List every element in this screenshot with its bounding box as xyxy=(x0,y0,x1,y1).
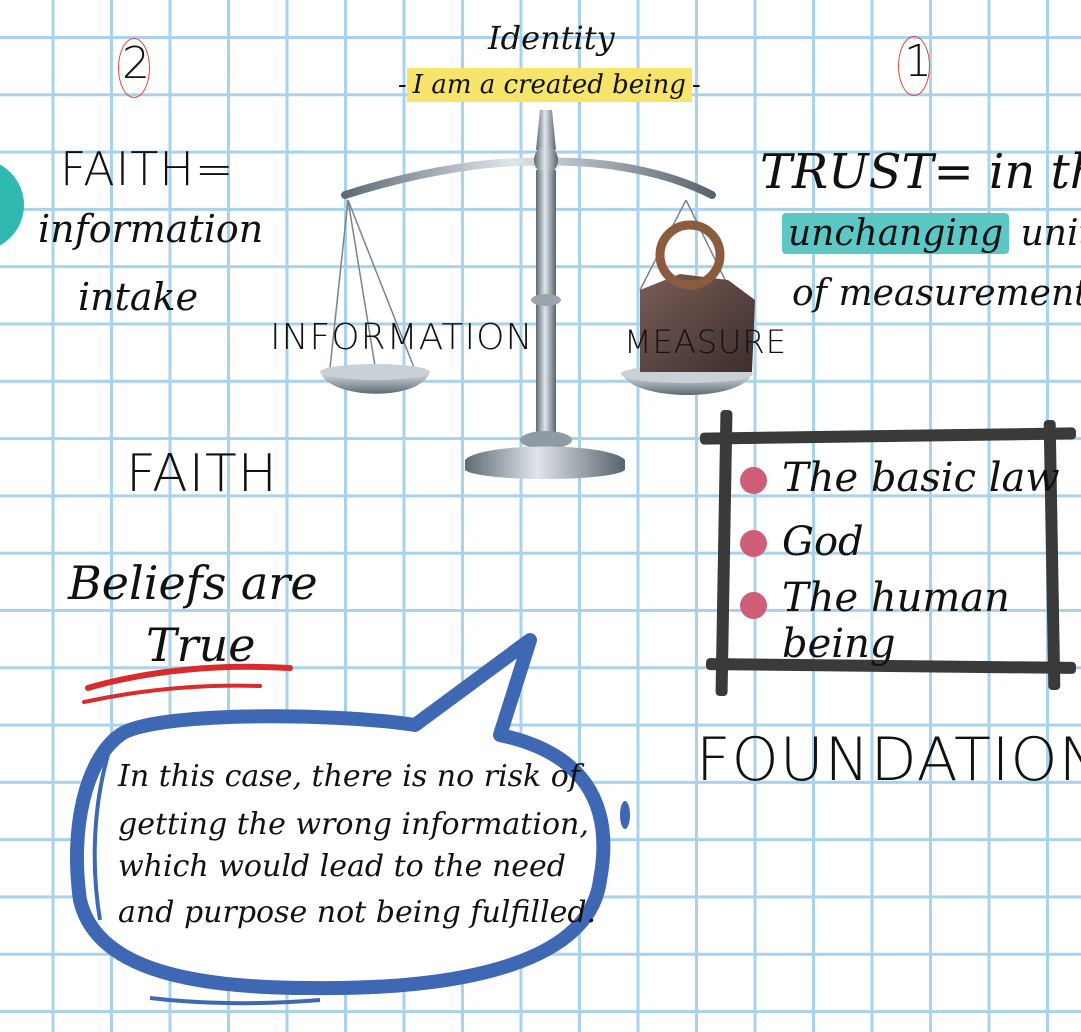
beliefs-line-2: True xyxy=(146,618,256,672)
step-2-circle xyxy=(118,38,150,98)
bubble-line-2: getting the wrong information, xyxy=(118,807,589,842)
foundation-item-2: God xyxy=(782,519,864,565)
faith-definition-lead: FAITH= xyxy=(60,142,235,196)
bubble-line-3: which would lead to the need xyxy=(118,849,566,884)
bullet-dot xyxy=(740,530,767,557)
scale-left-label: INFORMATION xyxy=(270,317,534,358)
foundation-item-3: The human xyxy=(782,575,1010,621)
speech-bubble xyxy=(69,633,630,1006)
teal-edge-circle xyxy=(0,164,24,246)
foundation-item-1: The basic law xyxy=(782,455,1060,501)
trust-definition-line-1: unchanging unit xyxy=(782,213,1081,254)
scale-right-label: MEASURE xyxy=(624,323,787,361)
trust-definition-line-2: of measurement xyxy=(792,273,1081,314)
faith-definition-line-1: information xyxy=(38,207,264,251)
bullet-dot xyxy=(740,592,767,619)
identity-highlight: I am a created being xyxy=(406,68,692,102)
trust-line-1-rest: unit xyxy=(1020,213,1081,254)
step-1-number: 1 xyxy=(904,36,932,87)
identity-suffix: - xyxy=(691,70,701,100)
step-1-circle xyxy=(898,36,930,96)
beliefs-underline xyxy=(82,663,293,704)
bullet-dot xyxy=(740,467,767,494)
beliefs-line-1: Beliefs are xyxy=(68,556,318,610)
identity-prefix: - xyxy=(398,70,407,100)
bubble-line-4: and purpose not being fulfilled. xyxy=(118,895,597,930)
faith-definition-line-2: intake xyxy=(78,275,199,319)
step-2-number: 2 xyxy=(122,38,150,89)
faith-heading: FAITH xyxy=(126,444,278,504)
identity-statement: -I am a created being- xyxy=(398,68,701,102)
trust-definition-lead: TRUST= in the xyxy=(760,144,1081,200)
identity-title: Identity xyxy=(488,19,615,57)
foundation-item-3-continued: being xyxy=(782,621,896,667)
trust-highlight: unchanging xyxy=(782,213,1010,254)
bubble-line-1: In this case, there is no risk of xyxy=(118,759,580,794)
foundation-heading: FOUNDATION xyxy=(696,725,1081,795)
balance-scale-illustration xyxy=(320,110,755,479)
